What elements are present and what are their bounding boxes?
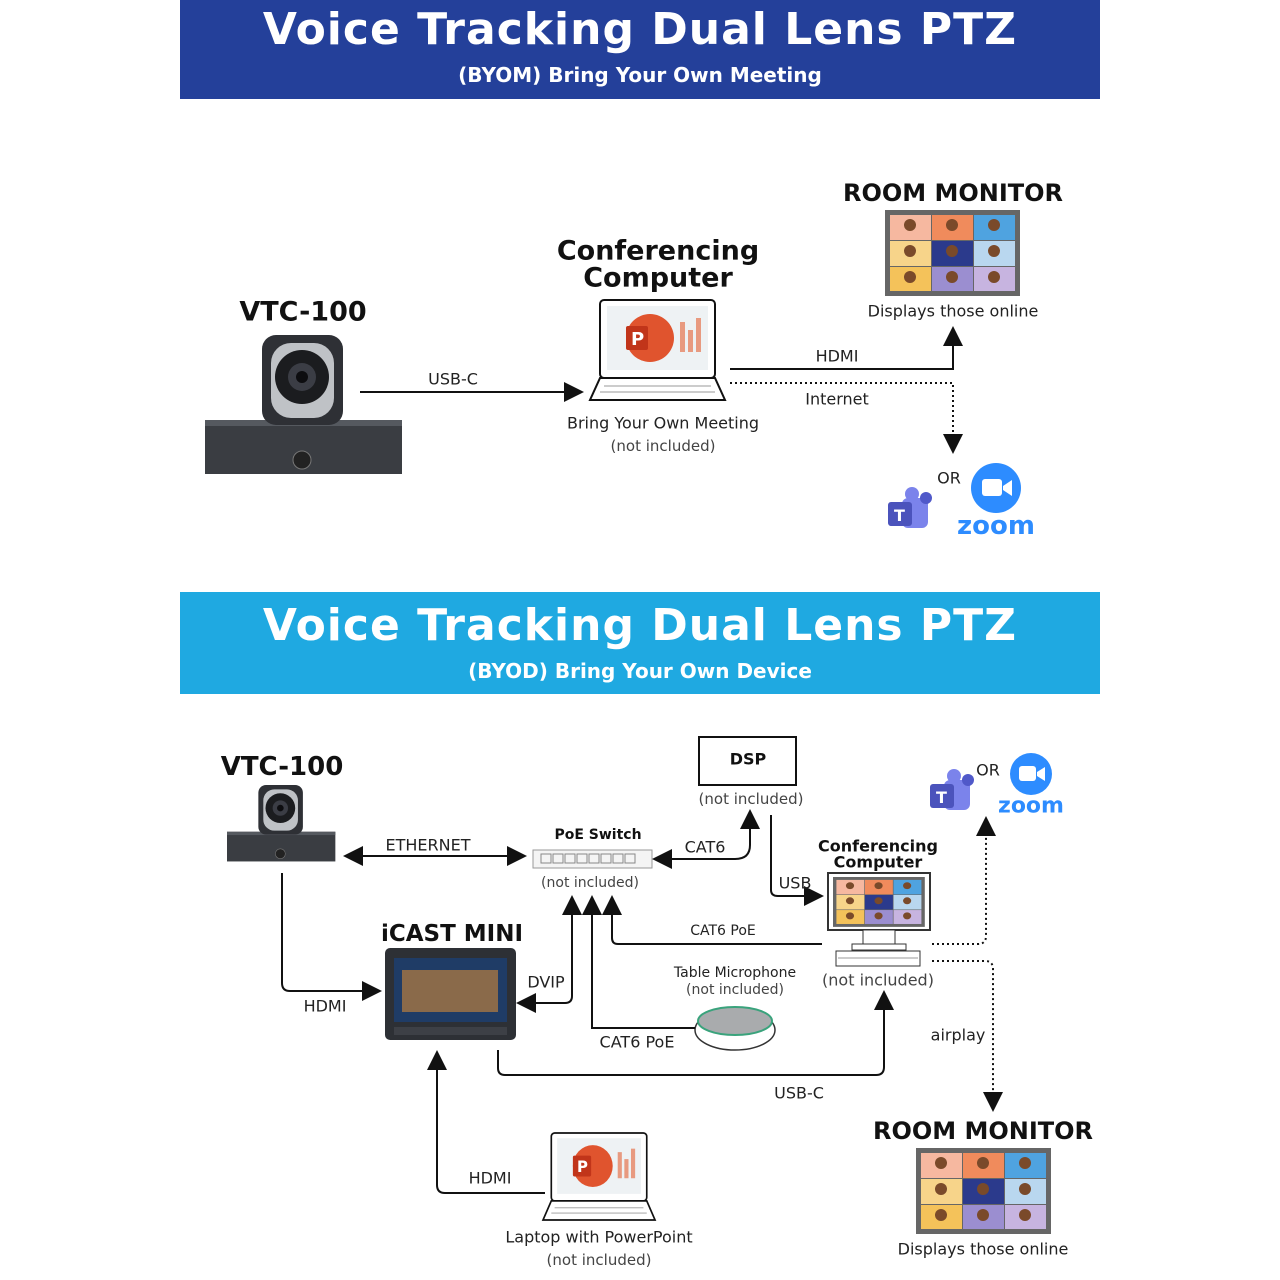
usb-c-line-bottom (497, 990, 894, 1076)
hdmi-laptop-line (427, 1050, 545, 1194)
icast-mini-device (385, 948, 516, 1040)
cat6-poe-label-1: CAT6 PoE (690, 923, 756, 939)
laptop-note: (not included) (546, 1251, 652, 1269)
poe-switch-label: PoE Switch (554, 827, 642, 843)
laptop-label: Laptop with PowerPoint (505, 1227, 693, 1247)
internet-label-top: Internet (805, 389, 869, 409)
mic-label: Table Microphone (673, 965, 797, 981)
dsp-label: DSP (729, 749, 767, 769)
room-monitor-label-bottom: ROOM MONITOR (872, 1117, 1094, 1145)
camera-label-top: VTC-100 (239, 296, 367, 328)
dsp-note: (not included) (698, 790, 804, 808)
computer-label-2: Computer (583, 262, 733, 294)
zoom-icon-bottom (1010, 753, 1052, 795)
usb-c-label-bottom: USB-C (774, 1083, 824, 1103)
room-monitor-label-top: ROOM MONITOR (842, 179, 1064, 207)
conferencing-laptop-top (589, 299, 726, 401)
hdmi-line-top (730, 326, 963, 370)
table-microphone (694, 1006, 776, 1051)
byom-title: Voice Tracking Dual Lens PTZ (262, 4, 1018, 55)
hdmi-camera-label: HDMI (303, 996, 347, 1016)
dvip-line (516, 895, 582, 1013)
usb-c-label-top: USB-C (428, 369, 478, 389)
teams-icon-bottom (930, 769, 974, 810)
computer-note-bottom: (not included) (822, 970, 934, 990)
hdmi-label-top: HDMI (815, 346, 859, 366)
airplay-label: airplay (930, 1025, 986, 1045)
computer-label-1: Conferencing (556, 235, 760, 267)
byod-title: Voice Tracking Dual Lens PTZ (262, 600, 1018, 651)
byod-banner: Voice Tracking Dual Lens PTZ (BYOD) Brin… (180, 592, 1100, 694)
room-monitor-bottom (916, 1148, 1051, 1234)
cat6-line (652, 809, 760, 869)
vtc100-camera-top (204, 334, 403, 475)
monitor-caption-bottom: Displays those online (897, 1239, 1069, 1259)
airplay-line (932, 960, 1003, 1112)
poe-switch-note: (not included) (541, 875, 639, 891)
or-label-bottom: OR (976, 760, 1000, 780)
byom-caption: Bring Your Own Meeting (566, 413, 760, 433)
byod-subtitle: (BYOD) Bring Your Own Device (468, 659, 812, 683)
byom-banner: Voice Tracking Dual Lens PTZ (BYOM) Brin… (180, 0, 1100, 99)
zoom-wordmark-bottom: zoom (998, 793, 1064, 819)
computer-label-bottom-1: Conferencing (818, 836, 938, 856)
vtc100-camera-bottom (226, 784, 336, 862)
dsp-box (698, 736, 797, 786)
cat6-poe-computer-line (602, 895, 822, 945)
icast-mini-label: iCAST MINI (380, 921, 524, 947)
room-monitor-top (885, 210, 1020, 296)
hdmi-laptop-label: HDMI (468, 1168, 512, 1188)
usb-label: USB (778, 873, 812, 893)
internet-line-bottom (932, 816, 996, 945)
teams-icon (888, 487, 932, 528)
zoom-wordmark-top: zoom (957, 511, 1035, 541)
zoom-icon (971, 463, 1021, 513)
cat6-poe-label-2: CAT6 PoE (599, 1032, 675, 1052)
usb-line (770, 815, 824, 906)
cat6-poe-mic-line (582, 895, 695, 1029)
ethernet-label: ETHERNET (385, 835, 471, 855)
byom-note: (not included) (610, 437, 716, 455)
laptop-powerpoint (542, 1132, 656, 1221)
dvip-label: DVIP (527, 972, 565, 992)
camera-label-bottom: VTC-100 (220, 752, 344, 782)
hdmi-camera-line (281, 873, 382, 1001)
byom-subtitle: (BYOM) Bring Your Own Meeting (458, 63, 822, 87)
poe-switch (532, 849, 653, 869)
or-label-top: OR (937, 468, 961, 488)
conferencing-computer-bottom (827, 872, 931, 967)
mic-note: (not included) (686, 982, 784, 998)
cat6-label: CAT6 (684, 837, 726, 857)
monitor-caption-top: Displays those online (867, 301, 1039, 321)
computer-label-bottom-2: Computer (833, 852, 923, 872)
